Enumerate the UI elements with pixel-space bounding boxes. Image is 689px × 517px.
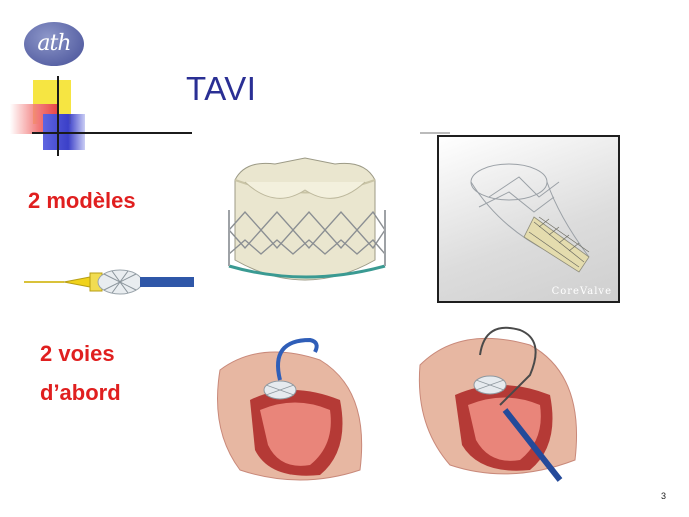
label-voies-line1: 2 voies <box>40 341 115 366</box>
decor-horizontal-line-right <box>420 132 450 134</box>
label-voies-line2: d’abord <box>40 380 121 405</box>
stent-icon <box>470 163 590 273</box>
decor-vertical-line <box>57 76 59 156</box>
valve-icon <box>228 157 386 281</box>
page-number: 3 <box>661 491 667 501</box>
slide-title: TAVI <box>186 70 257 107</box>
logo: ath <box>24 22 84 66</box>
catheter-icon <box>24 269 194 295</box>
heart-icon <box>418 326 578 482</box>
heart-icon <box>217 337 363 481</box>
corevalve-image: CoreValve <box>437 135 620 303</box>
corevalve-brand-label: CoreValve <box>551 286 612 297</box>
label-models: 2 modèles <box>28 188 136 213</box>
decor-horizontal-line <box>32 132 192 134</box>
